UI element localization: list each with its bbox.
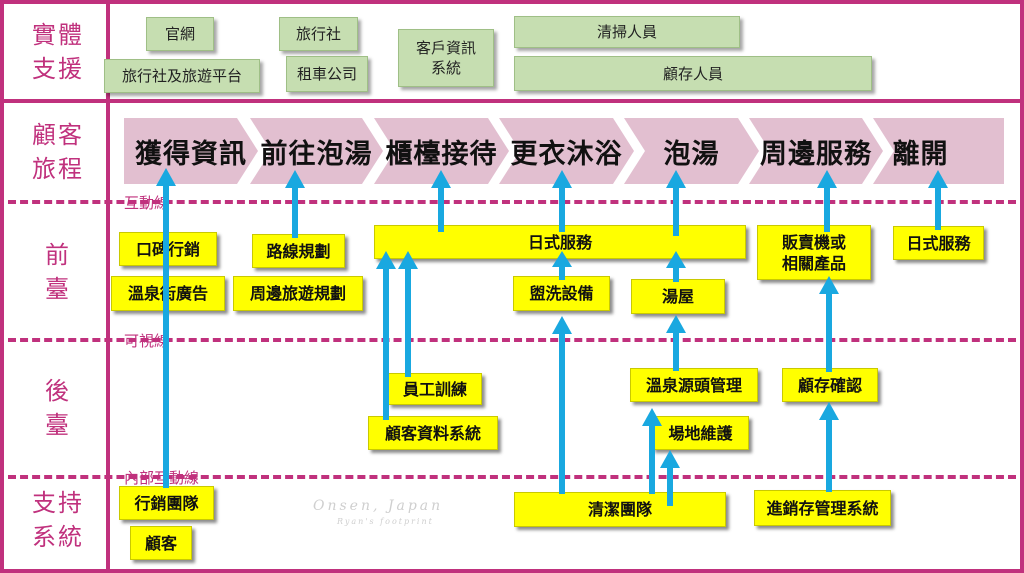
journey-chevron-1 [124,118,258,184]
back-venue-maintenance: 場地維護 [652,416,749,450]
journey-chevron-7 [873,118,1004,184]
arrow-marketing-to-get-info [156,168,176,488]
arrow-system-to-check [819,402,839,492]
support-cleaning-team: 清潔團隊 [514,492,726,527]
visibility-line-label: 可視線 [124,332,170,350]
front-vending-products: 販賣機或 相關產品 [757,225,871,280]
back-hot-spring-source-mgmt: 溫泉源頭管理 [630,368,758,402]
physical-car-rental: 租車公司 [286,56,368,92]
support-customer: 顧客 [130,526,192,560]
row-divider-dashed [8,338,1016,342]
journey-step-get-info: 獲得資訊 [135,138,247,170]
journey-chevron-5 [624,118,759,184]
journey-step-surrounding-services: 周邊服務 [760,138,872,170]
arrow-service-to-changing [552,170,572,232]
arrow-source-to-private-bath [666,315,686,371]
row-divider [4,99,1020,103]
arrow-database-to-service [376,251,396,420]
arrow-training-to-service [398,251,418,377]
front-private-bath: 湯屋 [631,279,725,314]
journey-chevron-6 [749,118,883,184]
watermark-title: Onsen, Japan [313,498,444,514]
journey-step-reception: 櫃檯接待 [385,138,498,170]
physical-travel-agency: 旅行社 [279,17,358,51]
journey-chevron-3 [374,118,509,184]
arrow-cleaning-to-washing [552,316,572,494]
internal-line-label: 內部互動線 [124,469,200,487]
row-label-support: 支持 系統 [32,489,84,551]
journey-step-changing-shower: 更衣沐浴 [510,138,623,170]
journey-chevron-4 [499,118,634,184]
physical-travel-platforms: 旅行社及旅遊平台 [104,59,260,93]
arrow-vending-to-surrounding [817,170,837,232]
journey-step-go-to-bath: 前往泡湯 [260,138,373,170]
arrow-bath-to-service [666,251,686,282]
arrow-service-to-leave [928,170,948,230]
arrow-cleaning-to-source [642,408,662,494]
front-japanese-service-leave: 日式服務 [893,226,984,260]
row-divider-dashed [8,200,1016,204]
support-marketing-team: 行銷團隊 [119,486,214,520]
row-label-journey: 顧客 旅程 [32,121,84,183]
arrow-washing-to-service [552,251,572,280]
front-route-planning: 路線規劃 [252,234,345,268]
row-label-physical: 實體 支援 [32,21,84,83]
arrow-service-to-bathing [666,170,686,236]
physical-website: 官網 [146,17,214,51]
row-label-front: 前 臺 [45,241,71,303]
row-label-back: 後 臺 [45,377,71,439]
arrow-route-to-go-bath [285,170,305,238]
label-column-divider [106,4,110,569]
front-nearby-travel-planning: 周邊旅遊規劃 [233,276,363,311]
support-inventory-system: 進銷存管理系統 [754,490,891,526]
physical-customer-info-system: 客戶資訊 系統 [398,29,494,87]
physical-cleaning-staff: 清掃人員 [514,16,740,48]
arrow-check-to-vending [819,276,839,372]
interaction-line-label: 互動線 [124,194,170,212]
journey-step-leave: 離開 [892,138,949,170]
physical-inventory-staff: 顧存人員 [514,56,872,91]
back-inventory-check: 顧存確認 [782,368,878,402]
journey-step-bathing: 泡湯 [663,138,720,170]
arrow-service-to-reception [431,170,451,232]
back-customer-database: 顧客資料系統 [368,416,498,450]
journey-chevron-2 [250,118,383,184]
front-washing-facilities: 盥洗設備 [513,276,610,311]
watermark-subtitle: Ryan's footprint [337,517,434,526]
row-divider-dashed [8,475,1016,479]
arrow-cleaning-to-maintenance [660,450,680,506]
